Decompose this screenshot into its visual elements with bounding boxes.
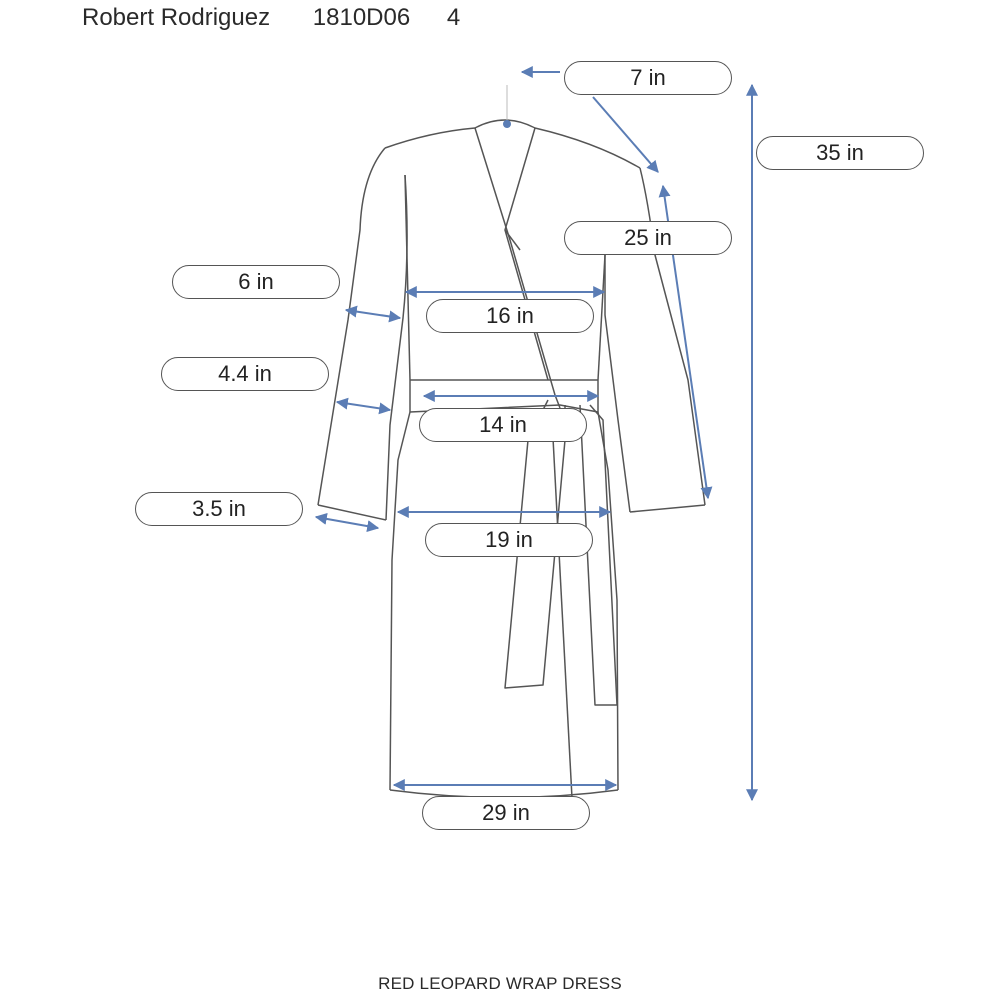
wrap-lapel <box>474 127 561 409</box>
right-shoulder <box>534 127 641 169</box>
wrap-lapel-inner <box>504 127 549 381</box>
neck-leader <box>592 96 659 173</box>
neck-measurement-label: 7 in <box>564 61 732 95</box>
lapel-fold <box>504 229 521 251</box>
forearm-measurement-label: 4.4 in <box>161 357 329 391</box>
right-sleeve-outer <box>639 167 706 506</box>
size-label: 4 <box>446 4 461 31</box>
right-sleeve-inner <box>604 255 631 513</box>
waist-measurement-label: 14 in <box>419 408 587 442</box>
cuff-arrow <box>314 512 380 533</box>
tie-right <box>579 404 618 706</box>
neck-back <box>474 119 536 129</box>
left-cuff <box>317 504 387 521</box>
chest-measurement-label: 16 in <box>426 299 594 333</box>
sleeve-length-measurement-label: 25 in <box>564 221 732 255</box>
brand-name: Robert Rodriguez <box>82 4 271 31</box>
hem-measurement-label: 29 in <box>422 796 590 830</box>
right-cuff <box>629 504 706 513</box>
upper-arm-measurement-label: 6 in <box>172 265 340 299</box>
product-title: RED LEOPARD WRAP DRESS <box>378 974 622 993</box>
hip-measurement-label: 19 in <box>425 523 593 557</box>
left-shoulder <box>384 127 476 149</box>
neck-point <box>503 120 511 128</box>
left-sleeve-inner <box>385 174 408 521</box>
right-bodice-side <box>597 254 606 381</box>
left-bodice-side <box>404 174 411 381</box>
upper-arm-arrow <box>344 305 402 323</box>
length-measurement-label: 35 in <box>756 136 924 170</box>
header: Robert Rodriguez 1810D06 4 <box>82 4 460 32</box>
left-sleeve-outer <box>317 147 386 506</box>
wrap-panel-edge <box>552 437 573 799</box>
skirt-right <box>597 411 619 791</box>
cuff-measurement-label: 3.5 in <box>135 492 303 526</box>
skirt-left <box>389 411 411 791</box>
style-code: 1810D06 <box>312 4 411 31</box>
forearm-arrow <box>335 397 392 415</box>
